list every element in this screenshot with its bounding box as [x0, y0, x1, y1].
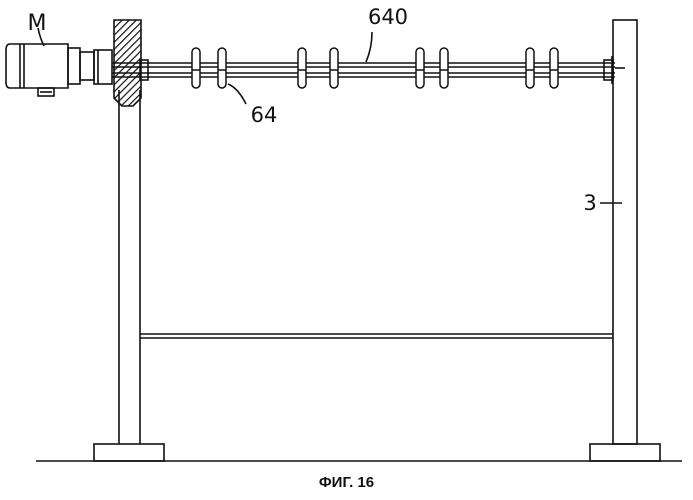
motor: [6, 44, 112, 96]
right-column: [613, 20, 637, 444]
shaft: [112, 63, 625, 77]
column-label: 3: [583, 191, 596, 215]
shaft-leader: [366, 32, 372, 62]
cross-beam: [140, 334, 613, 338]
fingers-label: 64: [251, 103, 278, 127]
finger-6: [440, 48, 448, 88]
right-foot-plate: [590, 444, 660, 461]
finger-7: [526, 48, 534, 88]
finger-8: [550, 48, 558, 88]
left-column: [119, 90, 140, 444]
finger-1: [192, 48, 200, 88]
finger-2: [218, 48, 226, 88]
motor-label: M: [28, 11, 47, 36]
finger-group: [192, 48, 558, 88]
finger-4: [330, 48, 338, 88]
shaft-label: 640: [368, 5, 408, 29]
finger-3: [298, 48, 306, 88]
left-foot-plate: [94, 444, 164, 461]
figure-caption: ФИГ. 16: [0, 474, 693, 491]
fingers-leader: [228, 84, 246, 104]
finger-5: [416, 48, 424, 88]
